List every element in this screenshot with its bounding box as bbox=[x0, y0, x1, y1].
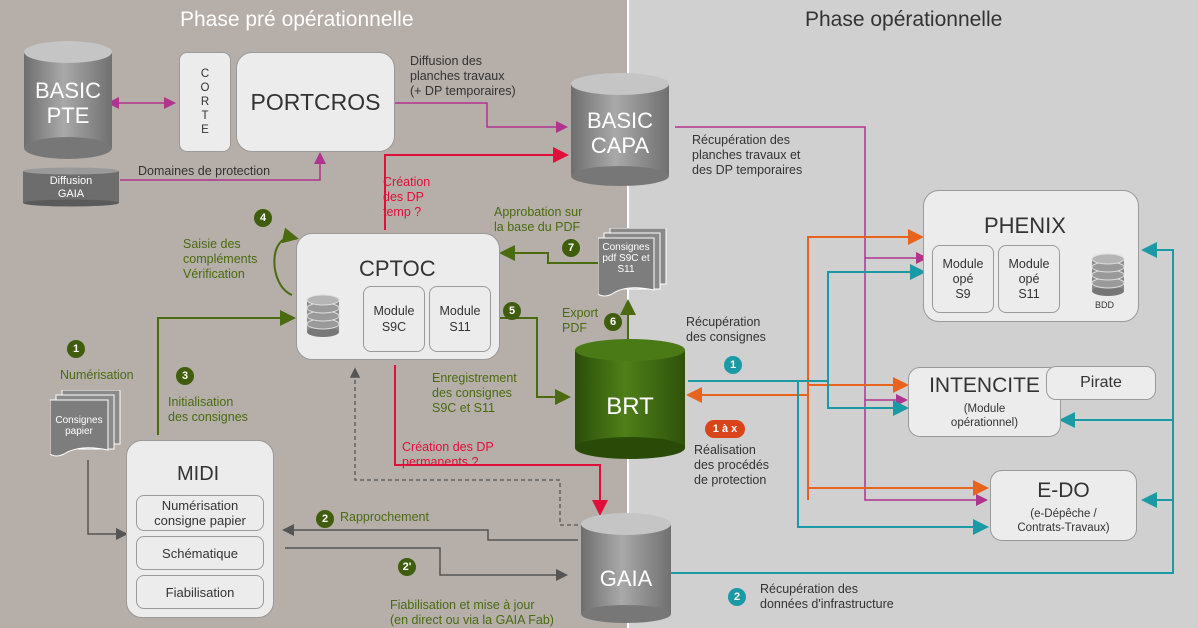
basic-pte-label: BASIC PTE bbox=[34, 78, 102, 128]
phenix-label: PHENIX bbox=[984, 213, 1066, 238]
diffusion-planches-label: Diffusion des planches travaux (+ DP tem… bbox=[410, 54, 516, 98]
corte-letter: E bbox=[201, 124, 209, 136]
rapprochement-label: Rapprochement bbox=[340, 510, 429, 524]
phenix-module-s9: Module opé S9 bbox=[932, 245, 994, 313]
phenix-box: PHENIX Module opé S9 Module opé S11 BDD bbox=[923, 190, 1139, 322]
cptoc-database-icon bbox=[305, 294, 341, 338]
consignes-papier-label: Consignes papier bbox=[55, 415, 103, 437]
step-3-badge: 3 bbox=[176, 367, 194, 385]
saisie-label: Saisie des compléments Vérification bbox=[183, 237, 258, 281]
brt-database: BRT bbox=[574, 338, 686, 460]
one-to-x-badge: 1 à x bbox=[705, 420, 745, 438]
edo-box: E-DO (e-Dépêche / Contrats-Travaux) bbox=[990, 470, 1137, 541]
realisation-label: Réalisation des procédés de protection bbox=[694, 443, 770, 487]
pirate-box: Pirate bbox=[1046, 366, 1156, 400]
recup-infra-label: Récupération des données d'infrastructur… bbox=[760, 582, 894, 611]
consignes-papier-document: Consignes papier bbox=[50, 390, 122, 460]
diffusion-gaia-label: Diffusion GAIA bbox=[49, 175, 93, 200]
bdd-label: BDD bbox=[1095, 300, 1115, 310]
export-pdf-label: Export PDF bbox=[562, 306, 599, 335]
corte-box: C O R T E bbox=[179, 52, 231, 152]
midi-item-schematique: Schématique bbox=[136, 536, 264, 570]
edo-label: E-DO bbox=[1037, 479, 1090, 502]
operational-phase-title: Phase opérationnelle bbox=[805, 8, 1003, 31]
phenix-database-icon bbox=[1090, 253, 1126, 297]
corte-letter: C bbox=[200, 68, 210, 80]
cptoc-label: CPTOC bbox=[359, 256, 436, 281]
intencite-box: INTENCITE (Module opérationnel) bbox=[908, 367, 1061, 437]
initialisation-label: Initialisation des consignes bbox=[168, 395, 248, 424]
gaia-label: GAIA bbox=[599, 566, 653, 591]
pre-operational-phase-title: Phase pré opérationnelle bbox=[180, 8, 414, 31]
midi-label: MIDI bbox=[177, 463, 220, 485]
gaia-database: GAIA bbox=[580, 512, 672, 624]
cptoc-box: CPTOC Module S9C Module S11 bbox=[296, 233, 500, 360]
module-s11-box: Module S11 bbox=[429, 286, 491, 352]
teal-step-1-badge: 1 bbox=[724, 356, 742, 374]
diffusion-gaia-database: Diffusion GAIA bbox=[22, 167, 120, 207]
creation-dp-temp-label: Création des DP temp ? bbox=[383, 175, 431, 219]
basic-capa-label: BASIC CAPA bbox=[586, 108, 654, 158]
domaines-protection-label: Domaines de protection bbox=[138, 164, 271, 178]
midi-item-numerisation: Numérisation consigne papier bbox=[136, 495, 264, 531]
step-2-badge: 2 bbox=[316, 510, 334, 528]
step-7-badge: 7 bbox=[562, 239, 580, 257]
fiabilisation-maj-label: Fiabilisation et mise à jour (en direct … bbox=[390, 598, 554, 627]
intencite-label: INTENCITE bbox=[929, 374, 1040, 397]
basic-pte-database: BASIC PTE bbox=[23, 40, 113, 160]
creation-dp-perm-label: Création des DP permanents ? bbox=[402, 440, 494, 469]
step-1-badge: 1 bbox=[67, 340, 85, 358]
recup-consignes-label: Récupération des consignes bbox=[686, 315, 766, 344]
consignes-pdf-label: Consignes pdf S9C et S11 bbox=[602, 242, 650, 275]
brt-label: BRT bbox=[606, 393, 654, 420]
basic-capa-database: BASIC CAPA bbox=[570, 72, 670, 187]
step-4-badge: 4 bbox=[254, 209, 272, 227]
portcros-box: PORTCROS bbox=[236, 52, 395, 152]
approbation-label: Approbation sur la base du PDF bbox=[494, 205, 583, 234]
step-2-prime-badge: 2' bbox=[398, 558, 416, 576]
portcros-label: PORTCROS bbox=[250, 88, 381, 115]
module-s9c-box: Module S9C bbox=[363, 286, 425, 352]
corte-letter: O bbox=[200, 82, 210, 94]
enregistrement-label: Enregistrement des consignes S9C et S11 bbox=[432, 371, 517, 415]
corte-letter: R bbox=[200, 96, 210, 108]
numerisation-label: Numérisation bbox=[60, 368, 134, 382]
midi-item-fiabilisation: Fiabilisation bbox=[136, 575, 264, 609]
midi-box: MIDI Numérisation consigne papier Schéma… bbox=[126, 440, 274, 618]
teal-step-2-badge: 2 bbox=[728, 588, 746, 606]
phenix-module-s11: Module opé S11 bbox=[998, 245, 1060, 313]
recup-planches-label: Récupération des planches travaux et des… bbox=[692, 133, 803, 177]
step-6-badge: 6 bbox=[604, 313, 622, 331]
consignes-pdf-document: Consignes pdf S9C et S11 bbox=[598, 228, 668, 300]
edo-sub-label: (e-Dépêche / Contrats-Travaux) bbox=[1017, 508, 1110, 534]
intencite-sub-label: (Module opérationnel) bbox=[950, 403, 1019, 429]
corte-letter: T bbox=[201, 110, 209, 122]
step-5-badge: 5 bbox=[503, 302, 521, 320]
